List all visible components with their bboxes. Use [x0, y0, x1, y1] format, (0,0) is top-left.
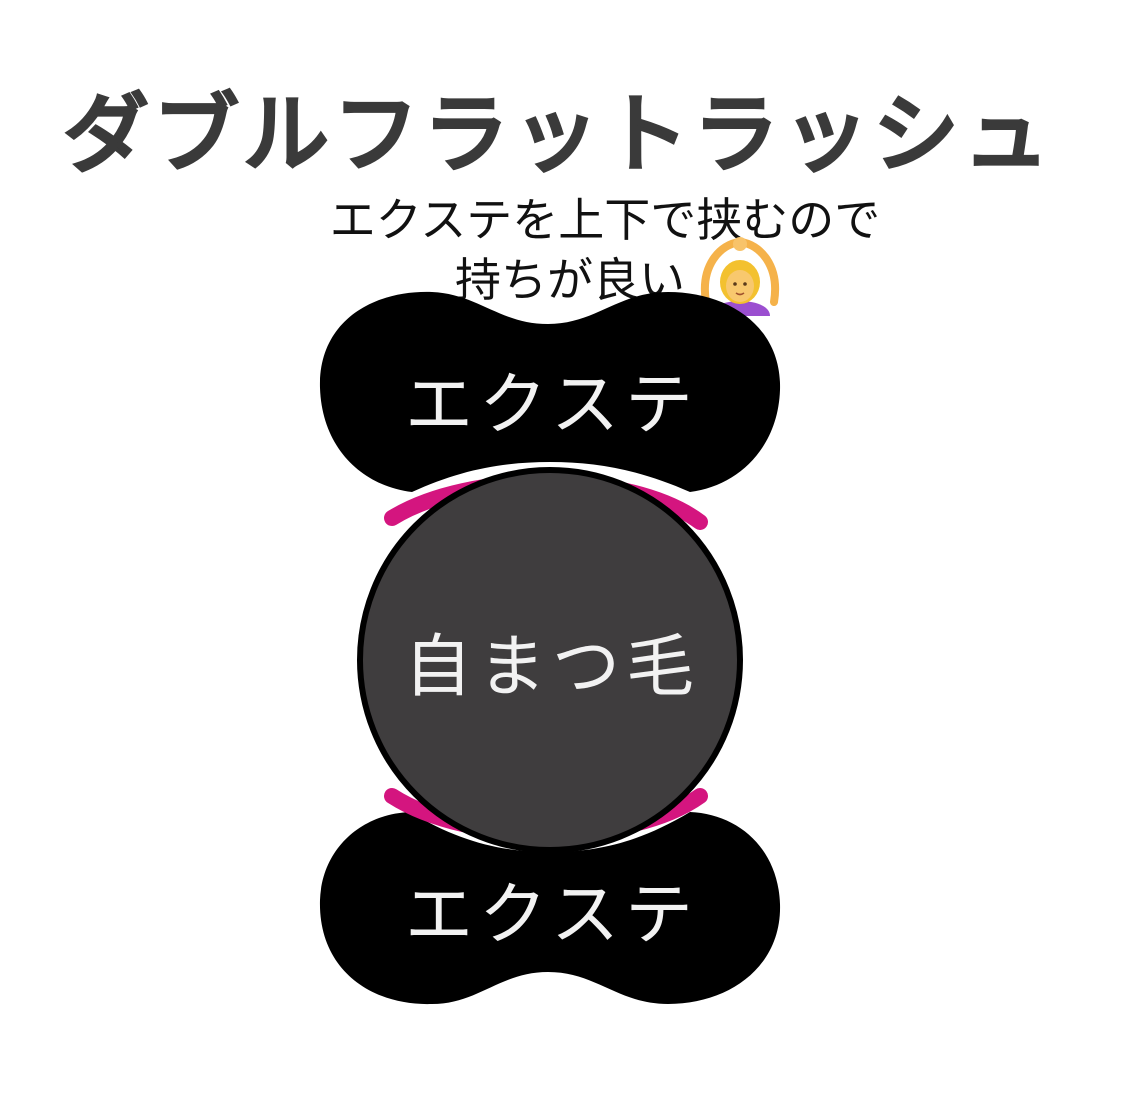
- natural-lash-label: 自まつ毛: [404, 628, 700, 707]
- bottom-extension-shape: [319, 812, 781, 1005]
- top-extension-shape: [319, 291, 781, 492]
- page-title: ダブルフラットラッシュ: [63, 85, 1053, 185]
- bottom-extension-label: エクステ: [405, 876, 699, 955]
- natural-lash-circle: [357, 467, 743, 853]
- caption-line-1: エクステを上下で挟むので: [330, 193, 881, 247]
- top-extension-label: エクステ: [405, 366, 699, 445]
